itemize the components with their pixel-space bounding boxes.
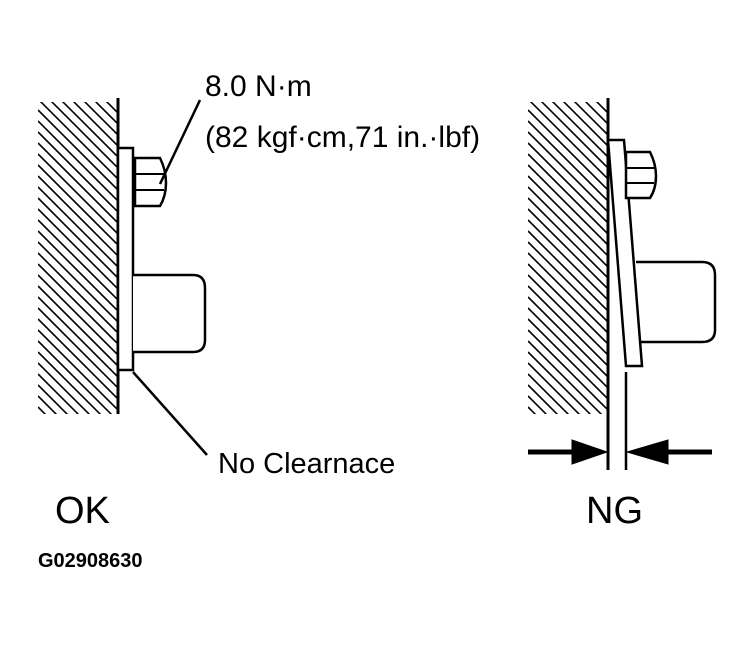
hatch-line (528, 351, 592, 414)
hatch-line (528, 197, 608, 279)
hatch-line (38, 219, 118, 301)
torque-leader-line (158, 99, 202, 185)
ok-bolt-hex-nut (133, 156, 168, 208)
hatch-line (39, 102, 118, 180)
hatch-line (528, 318, 608, 400)
hatch-line (38, 418, 118, 498)
hatch-line (38, 351, 102, 414)
hatch-line (38, 230, 118, 312)
hatch-line (528, 263, 608, 345)
ok-assembly (38, 98, 208, 498)
ng-bracket-body (636, 260, 717, 344)
hatch-line (528, 373, 570, 414)
hatch-line (50, 102, 118, 169)
hatch-line (606, 102, 608, 103)
hatch-line (595, 102, 608, 114)
hatch-line (38, 274, 118, 356)
hatch-line (584, 102, 608, 125)
hatch-line (38, 340, 113, 414)
hatch-line (116, 102, 118, 103)
torque-value: 8.0 N·m (205, 70, 312, 103)
hatch-line (551, 102, 608, 158)
hatch-line (528, 175, 608, 257)
hatch-line (528, 120, 608, 202)
hatch-line (38, 395, 58, 414)
hatch-line (528, 241, 608, 323)
hatch-line (83, 102, 118, 136)
hatch-line (94, 102, 118, 125)
hatch-line (528, 418, 608, 498)
hatch-line (38, 252, 118, 334)
hatch-line (528, 406, 537, 414)
hatch-line (38, 384, 69, 414)
ng-label: NG (586, 490, 643, 532)
hatch-line (540, 102, 608, 169)
figure-id: G02908630 (38, 550, 143, 572)
hatch-line (38, 318, 118, 400)
hatch-line (528, 153, 608, 235)
hatch-line (529, 102, 608, 180)
ng-assembly (528, 98, 717, 498)
ok-wall-hatch (38, 102, 118, 498)
hatch-line (38, 362, 91, 414)
ng-wall-hatch (528, 102, 608, 498)
ng-bracket-plate-tilted (606, 138, 644, 368)
hatch-line (528, 219, 608, 301)
hatch-line (528, 208, 608, 290)
hatch-line (528, 329, 608, 411)
hatch-line (528, 131, 608, 213)
ng-bolt-hex-nut (624, 150, 658, 200)
hatch-line (61, 102, 118, 158)
hatch-line (528, 395, 548, 414)
ok-label: OK (55, 490, 110, 532)
hatch-line (38, 131, 118, 213)
hatch-line (38, 285, 118, 367)
hatch-line (38, 142, 118, 224)
hatch-line (72, 102, 118, 147)
hatch-line (38, 164, 118, 246)
hatch-line (38, 109, 118, 191)
hatch-line (38, 197, 118, 279)
hatch-line (38, 263, 118, 345)
hatch-line (38, 120, 118, 202)
hatch-line (38, 307, 118, 389)
hatch-line (573, 102, 608, 136)
hatch-line (562, 102, 608, 147)
hatch-line (528, 109, 608, 191)
hatch-line (38, 406, 47, 414)
hatch-line (38, 373, 80, 414)
torque-conversions: (82 kgf·cm,71 in.·lbf) (205, 121, 481, 154)
hatch-line (528, 274, 608, 356)
hatch-line (528, 285, 608, 367)
hatch-line (38, 296, 118, 378)
hatch-line (38, 186, 118, 268)
hatch-line (38, 208, 118, 290)
ok-bracket-plate (116, 146, 135, 372)
hatch-line (528, 186, 608, 268)
hatch-line (105, 102, 118, 114)
left-arrowhead (571, 439, 609, 465)
hatch-line (528, 142, 608, 224)
hatch-line (528, 307, 608, 389)
clearance-leader-line (132, 371, 208, 456)
hatch-line (528, 362, 581, 414)
hatch-line (38, 175, 118, 257)
right-arrowhead (625, 439, 669, 465)
hatch-line (528, 230, 608, 312)
gap-arrows (528, 439, 712, 465)
clearance-label: No Clearnace (218, 448, 396, 480)
hatch-line (528, 164, 608, 246)
hatch-line (38, 153, 118, 235)
hatch-line (528, 252, 608, 334)
hatch-line (528, 296, 608, 378)
hatch-line (528, 384, 559, 414)
hatch-line (38, 329, 118, 411)
hatch-line (38, 241, 118, 323)
hatch-line (528, 340, 603, 414)
ok-bracket-body (133, 273, 207, 354)
